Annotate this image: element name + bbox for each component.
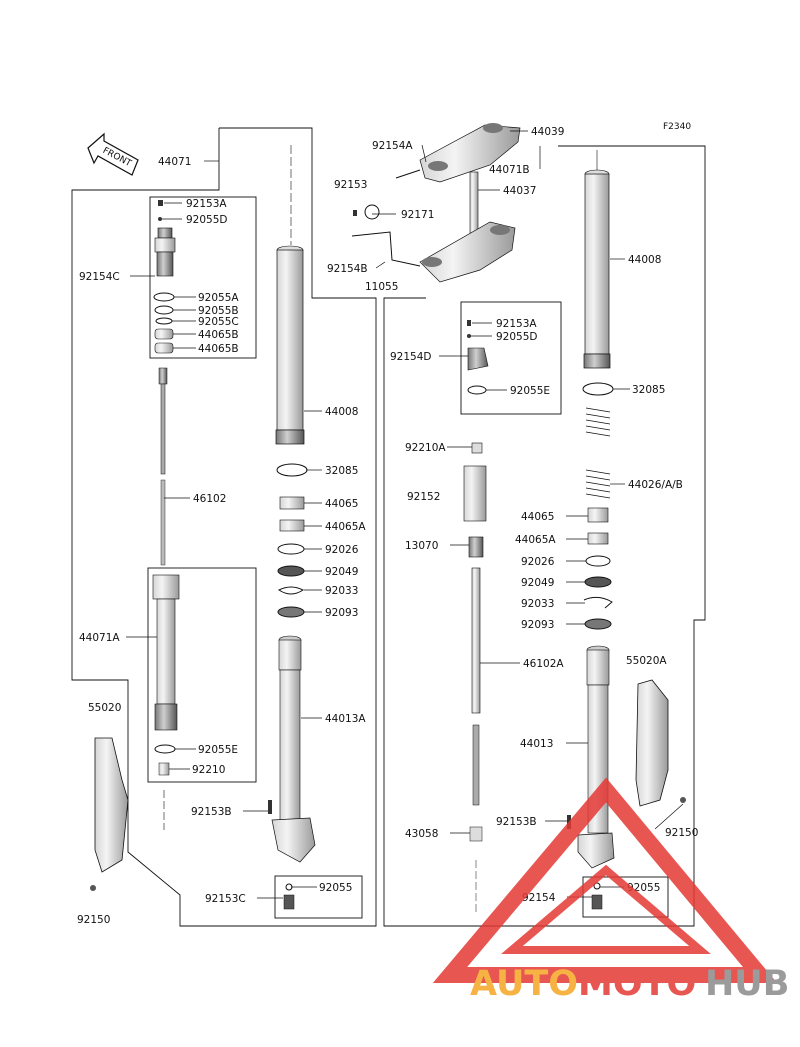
- part-callout-43058: 43058: [405, 828, 438, 840]
- watermark-auto: AUTO: [470, 964, 578, 1004]
- part-callout-44065a: 44065A: [325, 521, 366, 533]
- part-callout-13070: 13070: [405, 540, 438, 552]
- cap-bolt-assembly-mid: [467, 320, 489, 395]
- part-callout-92033: 92033: [325, 585, 358, 597]
- part-callout-92093: 92093: [521, 619, 554, 631]
- part-callout-92150: 92150: [665, 827, 698, 839]
- part-callout-92049: 92049: [325, 566, 358, 578]
- part-callout-92055e: 92055E: [510, 385, 550, 397]
- inner-tube-left: [268, 635, 316, 910]
- leader-lines: [126, 130, 684, 899]
- part-callout-92055: 92055: [319, 882, 352, 894]
- part-callout-92153: 92153: [334, 179, 367, 191]
- watermark-hub: HUB: [705, 964, 789, 1004]
- part-callout-44037: 44037: [503, 185, 536, 197]
- part-callout-92033: 92033: [521, 598, 554, 610]
- part-callout-44065a: 44065A: [515, 534, 556, 546]
- part-callout-92152: 92152: [407, 491, 440, 503]
- figure-code: F2340: [663, 122, 691, 132]
- part-callout-92154c: 92154C: [79, 271, 120, 283]
- part-callout-92153a: 92153A: [496, 318, 537, 330]
- automotohub-watermark: AUTO MOTO HUB: [432, 777, 789, 1004]
- part-callout-44071b: 44071B: [489, 164, 530, 176]
- steering-stem-clamps: [351, 123, 521, 283]
- part-callout-92154b: 92154B: [327, 263, 368, 275]
- fork-guard-left: [90, 737, 129, 891]
- part-callout-46102a: 46102A: [523, 658, 564, 670]
- part-callout-44065: 44065: [521, 511, 554, 523]
- part-callout-92055d: 92055D: [186, 214, 228, 226]
- cartridge-mid: [463, 442, 487, 912]
- part-callout-92171: 92171: [401, 209, 434, 221]
- part-callout-44065b: 44065B: [198, 343, 239, 355]
- part-callout-44039: 44039: [531, 126, 564, 138]
- part-callout-92055e: 92055E: [198, 744, 238, 756]
- part-callout-92154d: 92154D: [390, 351, 432, 363]
- part-callout-55020a: 55020A: [626, 655, 667, 667]
- outer-tube-right: [582, 150, 614, 630]
- part-callout-92026: 92026: [325, 544, 359, 556]
- part-callout-44008: 44008: [325, 406, 358, 418]
- part-callout-44026ab: 44026/A/B: [628, 479, 683, 491]
- part-callout-32085: 32085: [632, 384, 665, 396]
- fork-guard-right: [635, 679, 686, 807]
- part-callout-92055a: 92055A: [198, 292, 239, 304]
- callout-labels: 4407192153A92055D92154C92055A92055B92055…: [77, 126, 698, 926]
- part-callout-92055c: 92055C: [198, 316, 239, 328]
- part-callout-44071a: 44071A: [79, 632, 120, 644]
- watermark-moto: MOTO: [578, 964, 696, 1004]
- part-callout-32085: 32085: [325, 465, 358, 477]
- part-callout-44008: 44008: [628, 254, 661, 266]
- front-arrow-icon: FRONT: [87, 132, 139, 176]
- part-callout-92210: 92210: [192, 764, 225, 776]
- part-callout-92093: 92093: [325, 607, 358, 619]
- part-callout-92153b: 92153B: [496, 816, 537, 828]
- part-callout-46102: 46102: [193, 493, 226, 505]
- part-callout-92055b: 92055B: [198, 305, 239, 317]
- part-callout-92153c: 92153C: [205, 893, 246, 905]
- part-callout-55020: 55020: [88, 702, 121, 714]
- part-callout-92153a: 92153A: [186, 198, 227, 210]
- part-callout-92153b: 92153B: [191, 806, 232, 818]
- part-callout-44071: 44071: [158, 156, 191, 168]
- part-callout-92154: 92154: [522, 892, 556, 904]
- damper-rod-left: [152, 367, 180, 830]
- part-callout-11055: 11055: [365, 281, 398, 293]
- part-callout-44065: 44065: [325, 498, 358, 510]
- part-callout-92154a: 92154A: [372, 140, 413, 152]
- part-callout-92026: 92026: [521, 556, 555, 568]
- part-callout-44013: 44013: [520, 738, 553, 750]
- cap-bolt-assembly-left: [153, 200, 176, 354]
- part-callout-92210a: 92210A: [405, 442, 446, 454]
- outer-tube-left: [275, 145, 308, 618]
- part-callout-92055d: 92055D: [496, 331, 538, 343]
- part-callout-44065b: 44065B: [198, 329, 239, 341]
- part-callout-92150: 92150: [77, 914, 110, 926]
- part-callout-44013a: 44013A: [325, 713, 366, 725]
- part-callout-92049: 92049: [521, 577, 554, 589]
